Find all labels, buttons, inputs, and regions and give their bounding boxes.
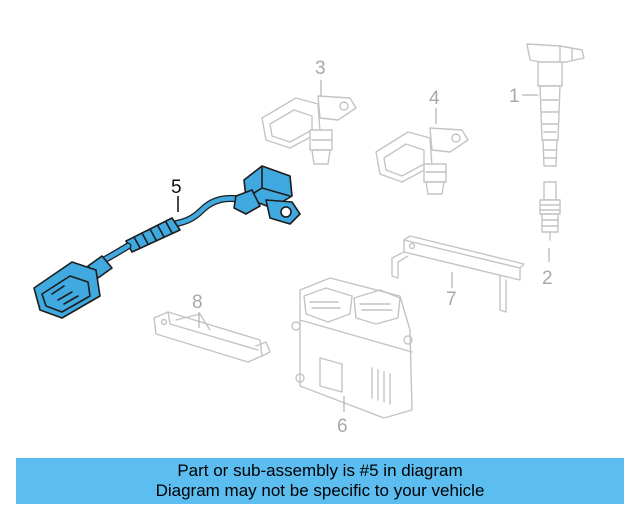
parts-diagram: 1 2 3 4 [33,43,585,437]
part-6-control-module[interactable] [291,277,413,419]
callout-2: 2 [542,268,553,289]
callout-5: 5 [171,177,182,198]
callout-1: 1 [509,86,520,107]
banner-line-1: Part or sub-assembly is #5 in diagram [177,461,463,480]
callout-7: 7 [446,289,457,310]
banner-line-2: Diagram may not be specific to your vehi… [155,481,485,500]
callout-4: 4 [429,88,440,109]
part-5-sensor-harness[interactable] [33,165,301,319]
callout-8: 8 [192,292,203,313]
callout-6: 6 [337,416,348,437]
part-1-ignition-coil[interactable] [526,43,585,167]
info-banner: Part or sub-assembly is #5 in diagram Di… [16,458,624,504]
callout-3: 3 [315,58,326,79]
part-3-camshaft-sensor[interactable] [261,95,357,165]
part-2-spark-plug[interactable] [539,181,561,241]
part-4-camshaft-sensor[interactable] [375,127,469,195]
part-7-bracket[interactable] [391,235,525,313]
part-8-bracket[interactable] [153,311,271,363]
